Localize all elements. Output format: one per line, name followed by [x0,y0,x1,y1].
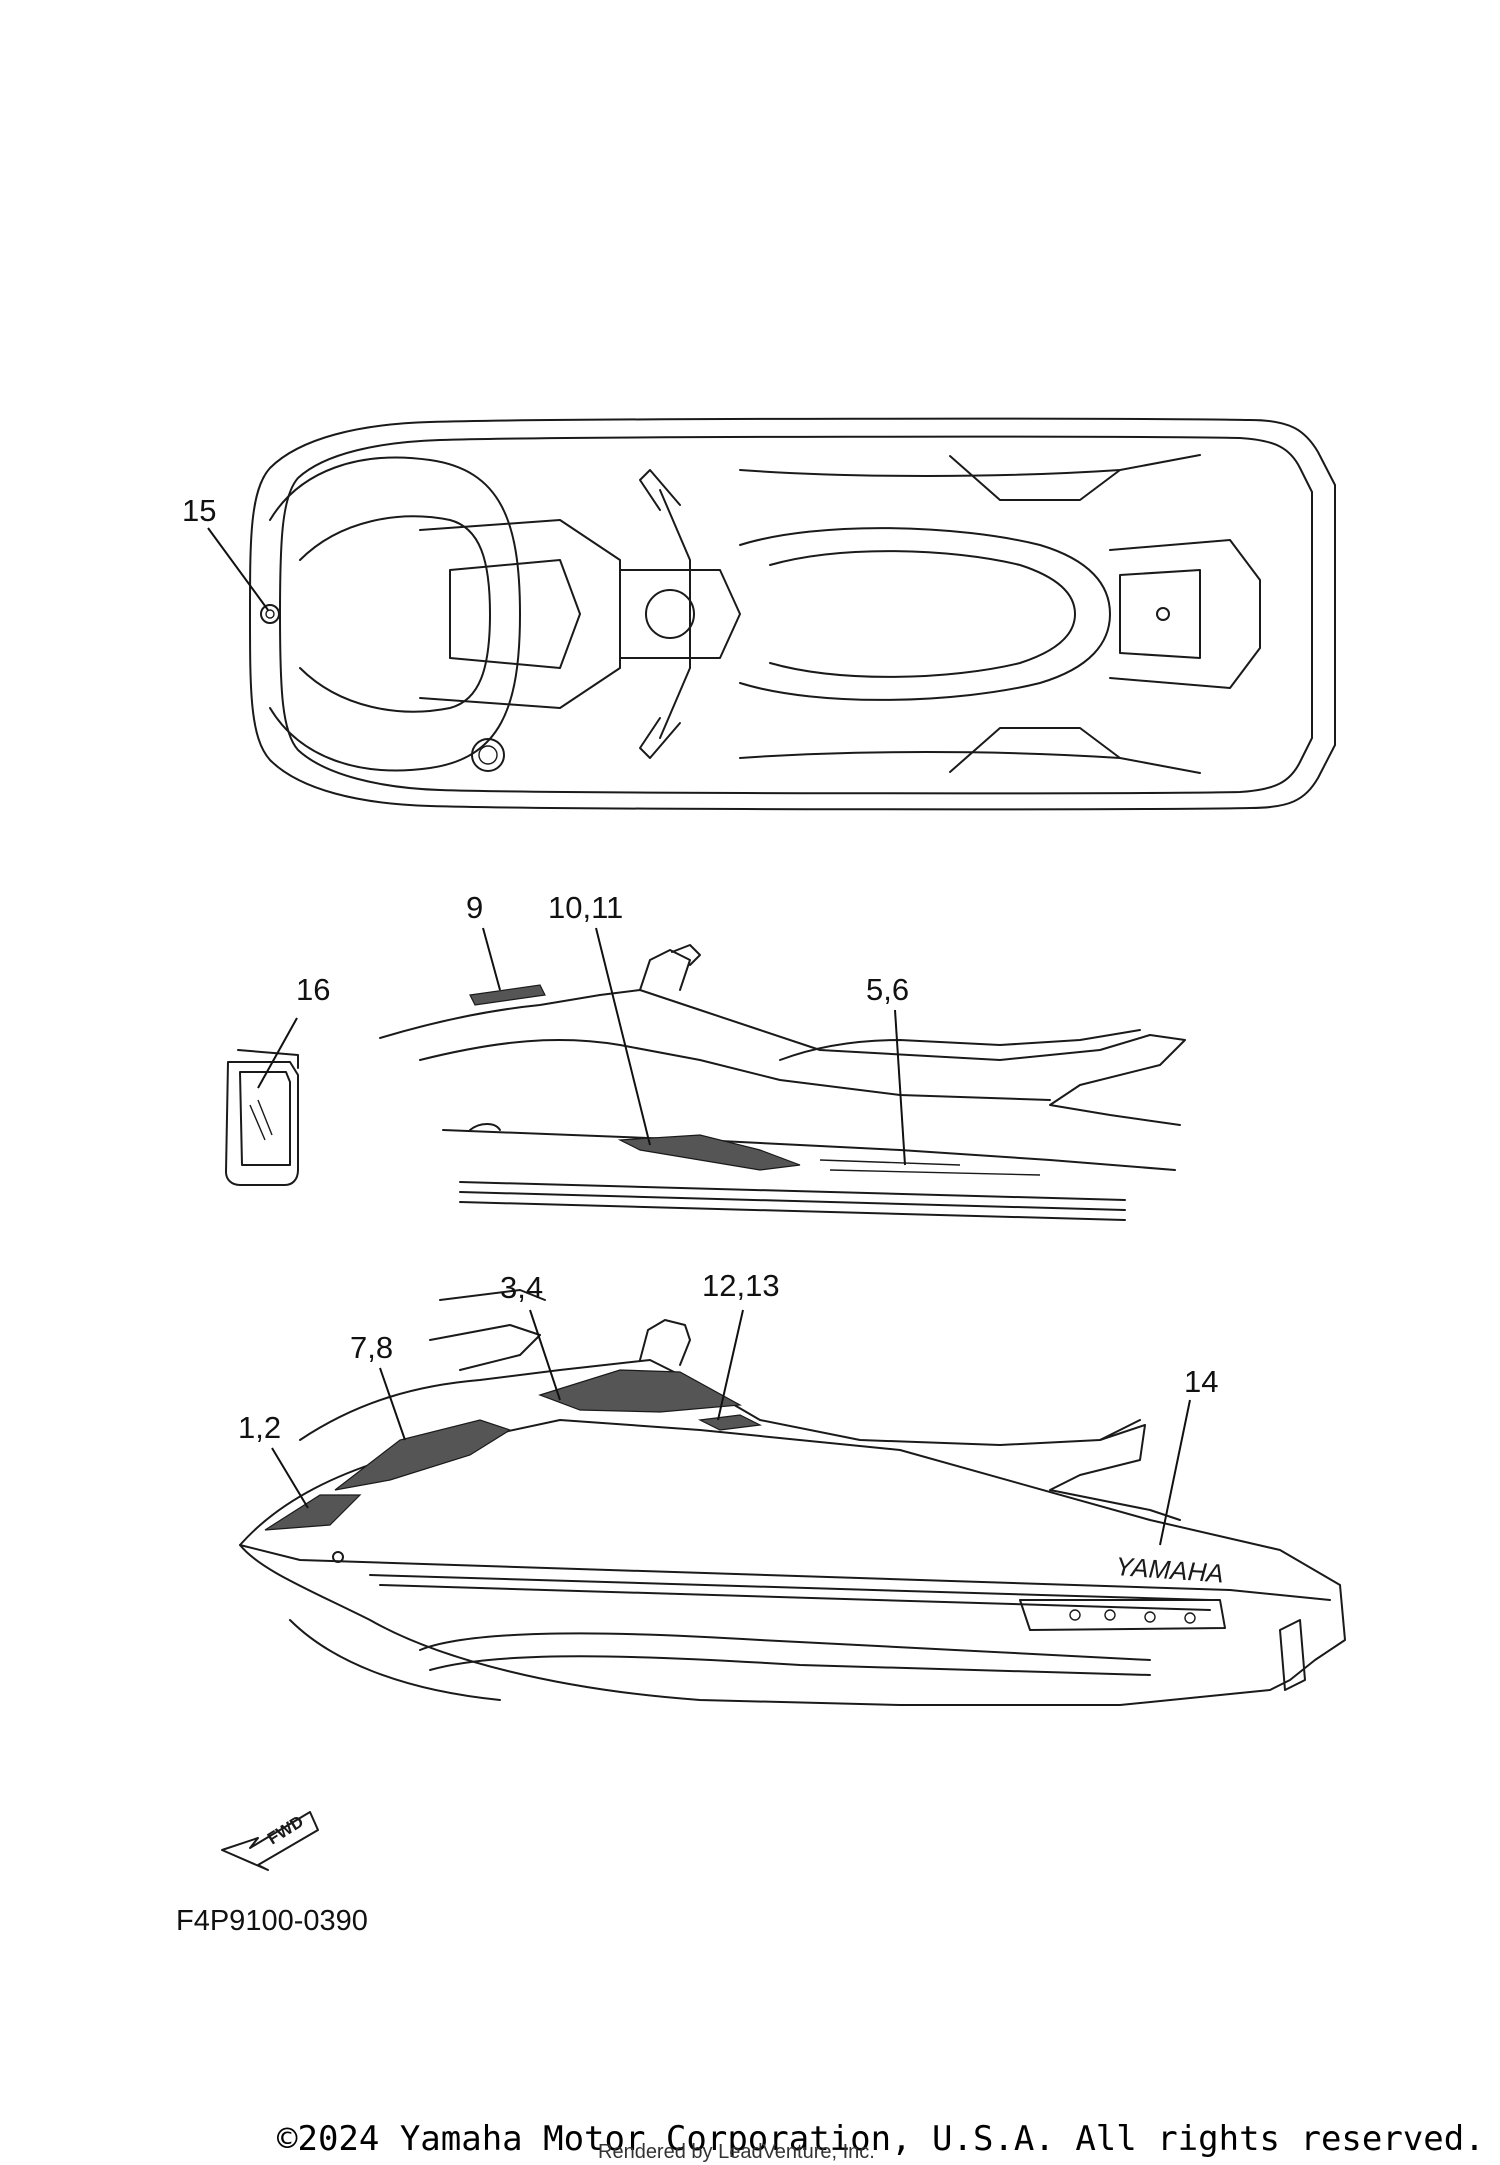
rendered-by-note: Rendered by LeadVenture, Inc. [598,2141,875,2163]
callout-14: 14 [1184,1364,1218,1399]
callout-7-8: 7,8 [350,1330,393,1365]
decal-sheet-16 [225,1049,299,1186]
callout-1-2: 1,2 [238,1410,281,1445]
callout-leaders [207,527,1191,1546]
callout-5-6: 5,6 [866,972,909,1007]
callout-9: 9 [466,890,483,925]
copyright-notice: ©2024 Yamaha Motor Corporation, U.S.A. A… [277,2119,1485,2159]
side-view-full: YAMAHA [239,1289,1346,1706]
hull-yamaha-text: YAMAHA [1115,1551,1225,1588]
callout-12-13: 12,13 [702,1268,780,1303]
callout-15: 15 [182,493,216,528]
side-view-partial [379,944,1186,1221]
part-code: F4P9100-0390 [176,1905,368,1937]
callout-3-4: 3,4 [500,1270,543,1305]
callout-16: 16 [296,972,330,1007]
fwd-arrow: FWD [221,1811,319,1871]
top-view-watercraft [249,417,1336,811]
callout-10-11: 10,11 [548,890,623,925]
